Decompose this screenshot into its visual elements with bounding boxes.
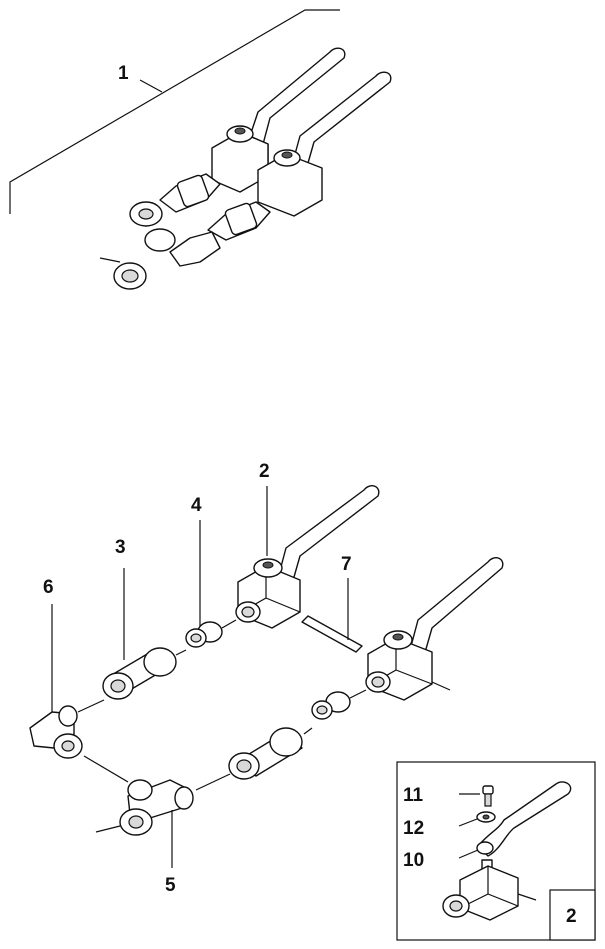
handle-hub [476, 841, 494, 855]
upper-pipe-line [99, 257, 121, 263]
inset-valve-outlet-line [517, 893, 537, 901]
valve-stem-1 [262, 561, 274, 569]
upper-tee [169, 231, 221, 267]
exploded-valve-manifold [29, 485, 504, 836]
elbow-upper-port [58, 705, 78, 727]
upper-elbow-2 [144, 228, 176, 252]
valve-2-outlet-line [431, 681, 451, 691]
tee-upper-port [127, 779, 153, 801]
callout-2: 2 [259, 461, 270, 482]
union-lower-nut [269, 727, 303, 757]
screw-head [482, 785, 494, 795]
elbow-to-tee-line [83, 755, 129, 783]
upper-open-end-bore [121, 269, 139, 283]
upper-handle-2 [291, 71, 392, 171]
union-upper-axis [175, 649, 187, 656]
callout-1-leader [139, 79, 163, 93]
washer-hole [482, 814, 490, 820]
elbow-connection-line [77, 699, 105, 713]
callout-leaders [51, 486, 349, 868]
tee-outlet-line [95, 825, 121, 833]
upper-valve-stem-2 [281, 151, 293, 159]
elbow-lower-bore [61, 740, 75, 752]
assembled-valve-manifold [9, 9, 392, 290]
upper-valve-stem-1 [234, 127, 246, 135]
upper-nut-2 [224, 202, 258, 236]
adapter-lower-axis [349, 689, 367, 699]
callout-12-leader [458, 818, 478, 827]
callout-10-leader [458, 849, 479, 859]
callout-numbers: 1 2 3 4 5 6 7 10 11 12 2 [43, 63, 577, 927]
adapter-upper-axis [221, 619, 237, 629]
callout-3: 3 [115, 537, 126, 558]
valve-port-2-bore [371, 676, 385, 688]
union-upper-bore [110, 679, 126, 693]
inset-view-number: 2 [566, 906, 577, 927]
callout-6: 6 [43, 577, 54, 598]
inset-detail [396, 761, 596, 941]
callout-7: 7 [341, 554, 352, 575]
callout-5: 5 [165, 875, 176, 896]
valve-handle-2 [409, 557, 504, 657]
adapter-upper-bore [190, 633, 202, 643]
assembly-bracket-line [9, 9, 340, 214]
valve-handle-1 [277, 485, 380, 585]
valve-port-1-bore [241, 606, 255, 618]
upper-nut-1 [176, 174, 210, 208]
callout-12: 12 [403, 818, 424, 839]
inset-label-box [549, 889, 596, 941]
callout-11: 11 [403, 785, 424, 806]
union-upper-nut [143, 647, 177, 677]
tee-to-union-line [195, 773, 231, 791]
inset-valve-port-bore [449, 900, 463, 912]
upper-handle-1 [247, 47, 346, 149]
callout-1: 1 [118, 63, 129, 84]
tee-lower-bore [128, 815, 144, 829]
union-lower-bore [236, 759, 252, 773]
pin [301, 615, 363, 653]
union-lower-axis [303, 727, 313, 735]
upper-elbow-1-bore [138, 208, 154, 220]
callout-4: 4 [191, 495, 202, 516]
callout-10: 10 [403, 850, 424, 871]
valve-stem-2 [392, 633, 404, 641]
screw-shank [484, 793, 492, 807]
adapter-lower-bore [316, 705, 328, 715]
valve-handle [477, 781, 572, 857]
tee-side-port [174, 786, 194, 810]
